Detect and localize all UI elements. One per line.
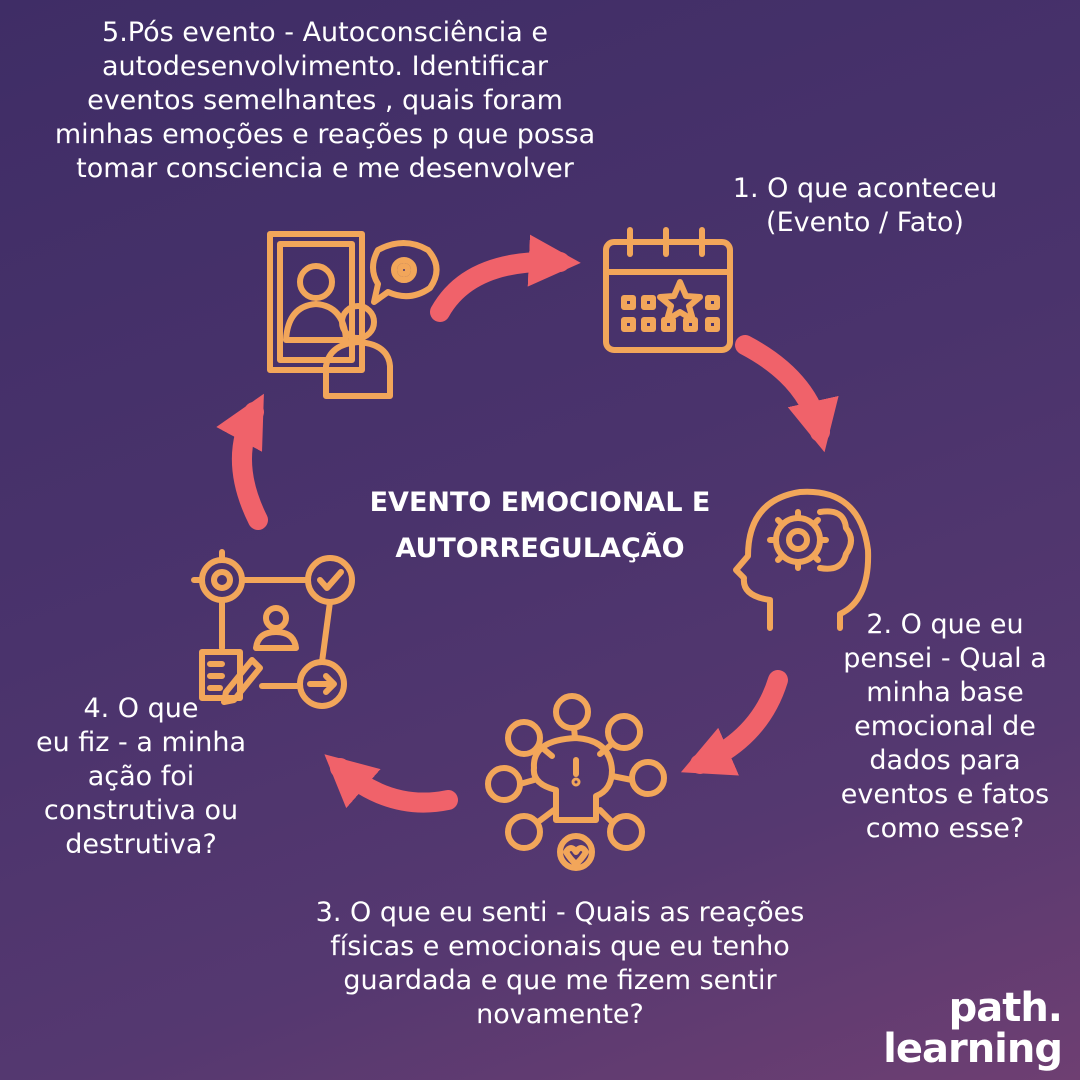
- head-gear-brain-icon: [733, 488, 872, 631]
- calendar-star-icon: [603, 227, 733, 353]
- arrow-2-to-3: [680, 670, 788, 776]
- mirror-reflection-icon: [267, 231, 440, 399]
- logo-line-2: learning: [883, 1026, 1063, 1072]
- step-3-text: 3. O que eu senti - Quais as reações fís…: [315, 897, 805, 1030]
- workflow-action-icon: [191, 549, 355, 709]
- arrow-4-to-5: [216, 393, 268, 530]
- path-learning-logo: path. learning: [883, 985, 1063, 1072]
- step-4-text: 4. O que eu fiz - a minha ação foi const…: [35, 693, 247, 860]
- arrow-3-to-4: [324, 754, 458, 813]
- step-5-text: 5.Pós evento - Autoconsciência e autodes…: [54, 17, 596, 184]
- step-2-text: 2. O que eu pensei - Qual a minha base e…: [840, 609, 1050, 844]
- arrow-1-to-2: [735, 335, 839, 453]
- step-1-text: 1. O que aconteceu (Evento / Fato): [732, 173, 998, 238]
- logo-line-1: path.: [948, 985, 1063, 1031]
- arrow-5-to-1: [430, 234, 581, 322]
- emotions-network-icon: [485, 693, 667, 871]
- center-title: EVENTO EMOCIONAL E AUTORREGULAÇÃO: [369, 487, 711, 564]
